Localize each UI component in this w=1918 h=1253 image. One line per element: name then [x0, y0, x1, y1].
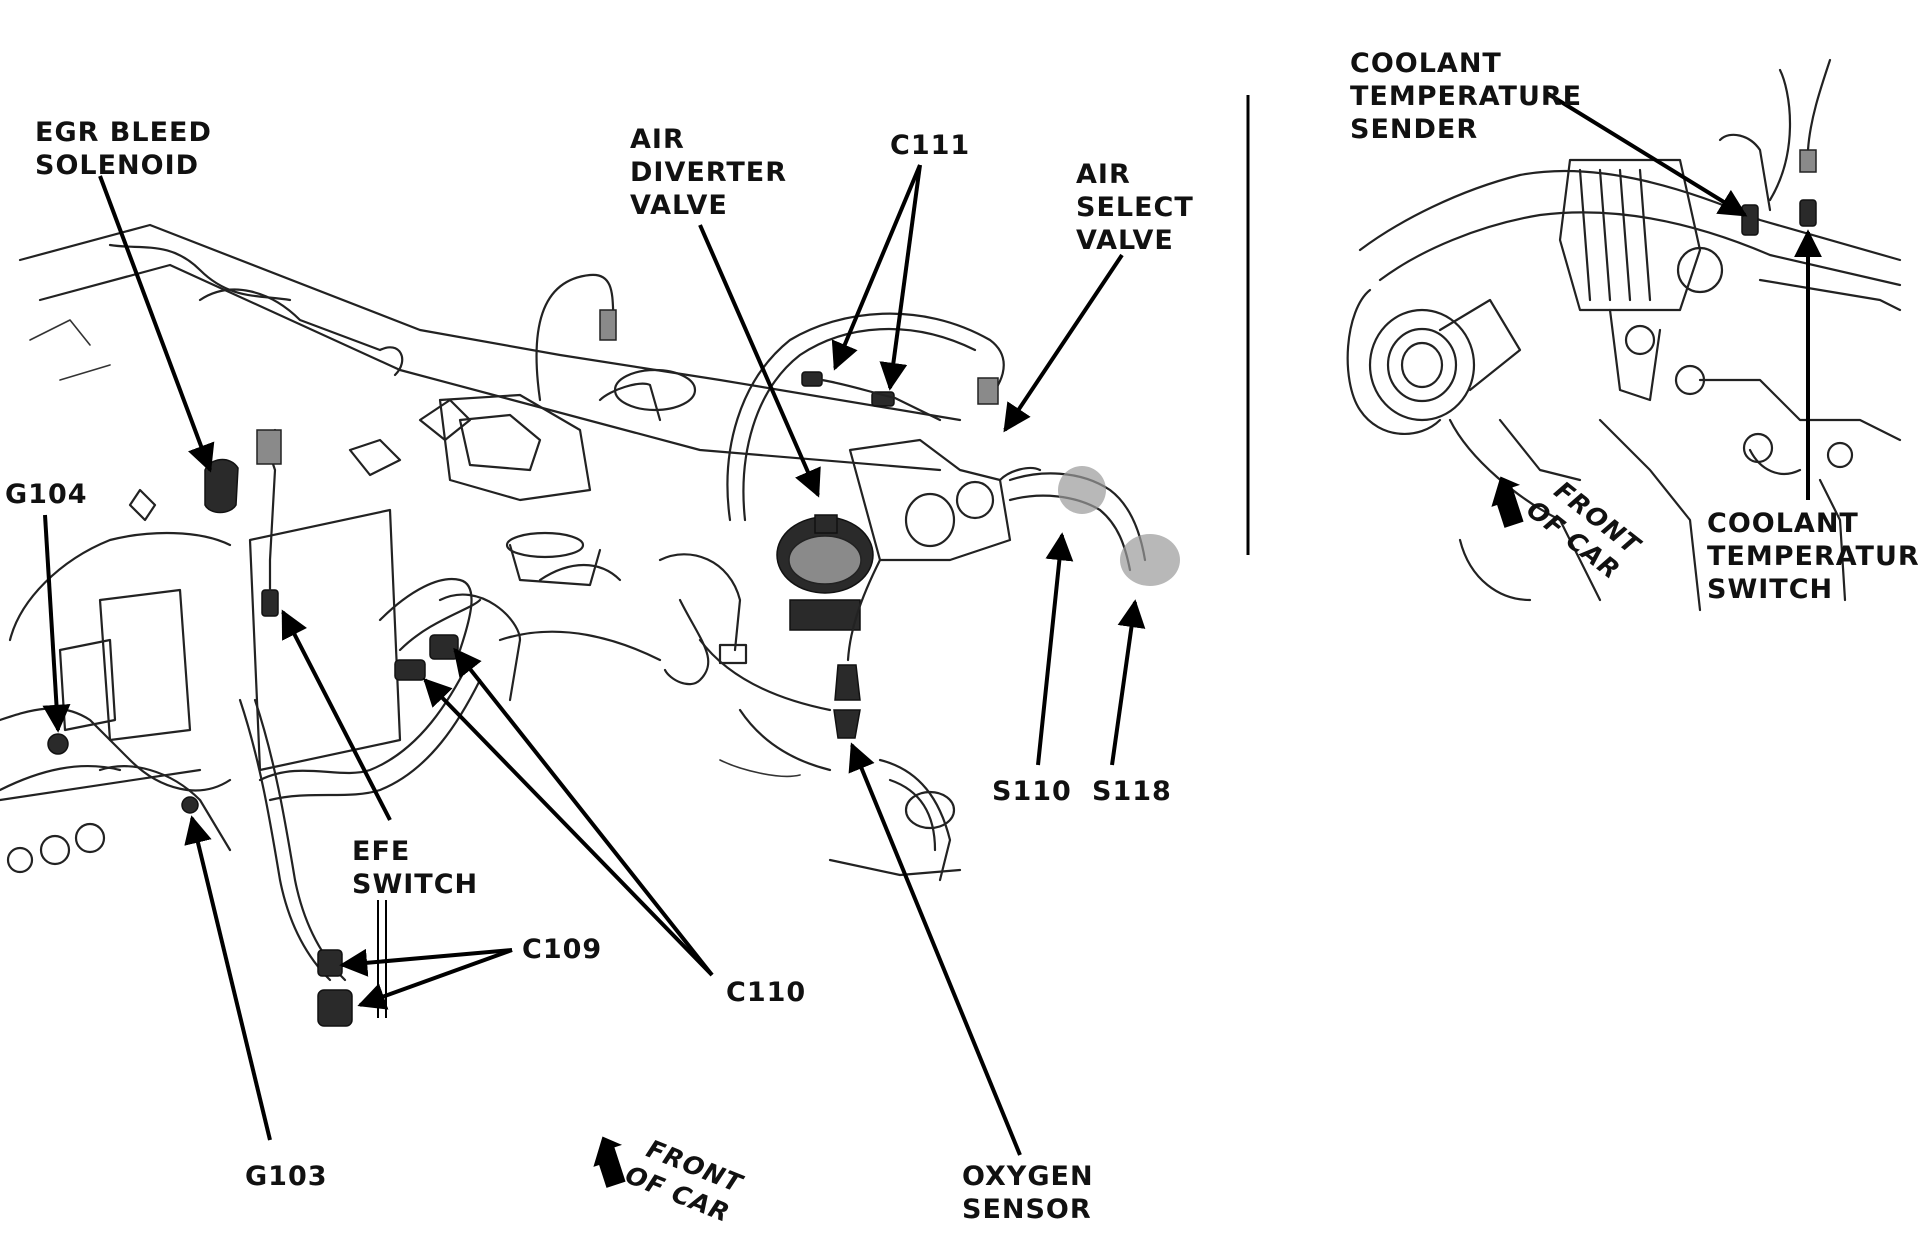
- svg-text:COOLANT: COOLANT: [1707, 508, 1859, 539]
- svg-text:DIVERTER: DIVERTER: [630, 157, 787, 188]
- svg-text:EGR BLEED: EGR BLEED: [35, 117, 212, 148]
- svg-text:AIR: AIR: [1076, 159, 1131, 190]
- front-of-car-arrow-main-icon: [593, 1136, 626, 1188]
- label-front-of-car-main: FRONT OF CAR: [621, 1134, 747, 1228]
- svg-text:VALVE: VALVE: [1076, 225, 1174, 256]
- label-s118: S118: [1092, 776, 1172, 807]
- leader-g103: [184, 815, 272, 1141]
- engine-drawing: [0, 223, 1180, 1027]
- leader-air-diverter-valve: [698, 224, 821, 498]
- svg-text:EFE: EFE: [352, 836, 410, 867]
- label-s110: S110: [992, 776, 1072, 807]
- leader-egr-bleed-solenoid: [98, 175, 215, 473]
- svg-text:TEMPERATURE: TEMPERATURE: [1350, 81, 1582, 112]
- label-air-select-valve: AIR SELECT VALVE: [1076, 159, 1194, 256]
- svg-text:COOLANT: COOLANT: [1350, 48, 1502, 79]
- leader-c111-a: [831, 164, 922, 371]
- label-c110: C110: [726, 977, 806, 1008]
- label-coolant-temperature-switch: COOLANT TEMPERATURE SWITCH: [1707, 508, 1918, 605]
- label-egr-bleed-solenoid: EGR BLEED SOLENOID: [35, 117, 212, 181]
- svg-text:SENSOR: SENSOR: [962, 1194, 1092, 1225]
- svg-text:SELECT: SELECT: [1076, 192, 1194, 223]
- svg-text:OXYGEN: OXYGEN: [962, 1161, 1094, 1192]
- svg-text:AIR: AIR: [630, 124, 685, 155]
- leader-oxygen-sensor: [848, 742, 1022, 1156]
- svg-text:G104: G104: [5, 479, 88, 510]
- label-g104: G104: [5, 479, 88, 510]
- svg-text:C109: C109: [522, 934, 602, 965]
- label-oxygen-sensor: OXYGEN SENSOR: [962, 1161, 1094, 1225]
- leader-c110-b: [453, 647, 714, 977]
- leader-lines: [42, 90, 1822, 1156]
- label-efe-switch: EFE SWITCH: [352, 836, 478, 900]
- leader-g104: [42, 514, 71, 733]
- svg-text:C111: C111: [890, 130, 970, 161]
- leader-c109-a: [339, 948, 513, 977]
- svg-text:G103: G103: [245, 1161, 328, 1192]
- label-c111: C111: [890, 130, 970, 161]
- leader-c111-b: [879, 164, 922, 391]
- label-coolant-temperature-sender: COOLANT TEMPERATURE SENDER: [1350, 48, 1582, 145]
- svg-text:VALVE: VALVE: [630, 190, 728, 221]
- leader-coolant-temperature-sender: [1543, 90, 1748, 217]
- svg-text:SENDER: SENDER: [1350, 114, 1478, 145]
- front-of-car-arrow-inset-icon: [1491, 476, 1524, 528]
- svg-text:SOLENOID: SOLENOID: [35, 150, 199, 181]
- label-c109: C109: [522, 934, 602, 965]
- svg-text:C110: C110: [726, 977, 806, 1008]
- leader-efe-switch: [281, 609, 392, 821]
- svg-text:SWITCH: SWITCH: [1707, 574, 1833, 605]
- leader-air-select-valve: [1003, 253, 1124, 433]
- svg-text:S110: S110: [992, 776, 1072, 807]
- leader-s118: [1110, 599, 1146, 766]
- label-air-diverter-valve: AIR DIVERTER VALVE: [630, 124, 787, 221]
- label-g103: G103: [245, 1161, 328, 1192]
- svg-text:S118: S118: [1092, 776, 1172, 807]
- svg-text:SWITCH: SWITCH: [352, 869, 478, 900]
- leader-s110: [1036, 532, 1074, 766]
- svg-text:TEMPERATURE: TEMPERATURE: [1707, 541, 1918, 572]
- leader-c110-a: [423, 677, 714, 977]
